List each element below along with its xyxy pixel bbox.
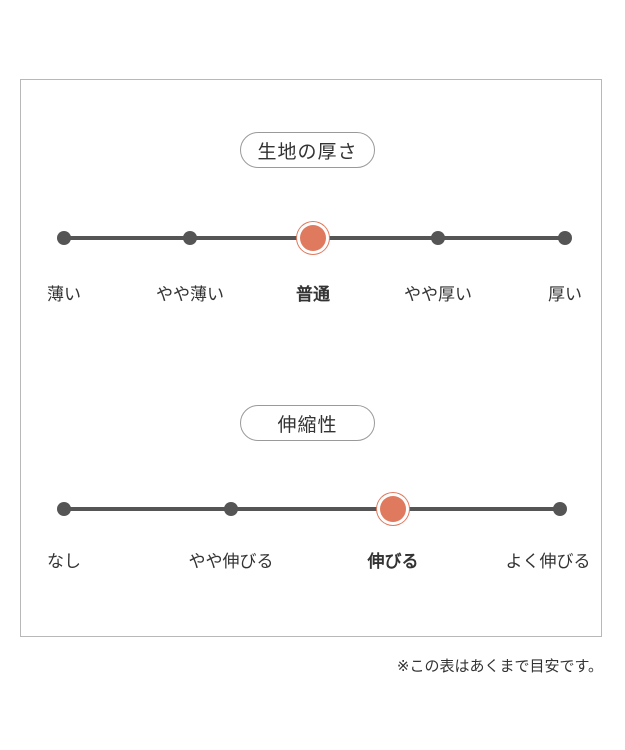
stretch-label-3: よく伸びる — [505, 552, 591, 572]
thickness-label-0: 薄い — [47, 285, 81, 305]
stretch-label-1: やや伸びる — [188, 552, 274, 572]
thickness-label-3: やや厚い — [404, 285, 472, 305]
stretch-label-2: 伸びる — [367, 552, 419, 572]
stretch-label-0: なし — [47, 552, 81, 572]
thickness-title: 生地の厚さ — [240, 132, 375, 168]
disclaimer-note: ※この表はあくまで目安です。 — [396, 657, 603, 675]
thickness-label-1: やや薄い — [156, 285, 224, 305]
thickness-label-2: 普通 — [296, 285, 330, 305]
stretch-title: 伸縮性 — [240, 405, 375, 441]
info-panel — [20, 79, 602, 637]
thickness-label-4: 厚い — [548, 285, 582, 305]
